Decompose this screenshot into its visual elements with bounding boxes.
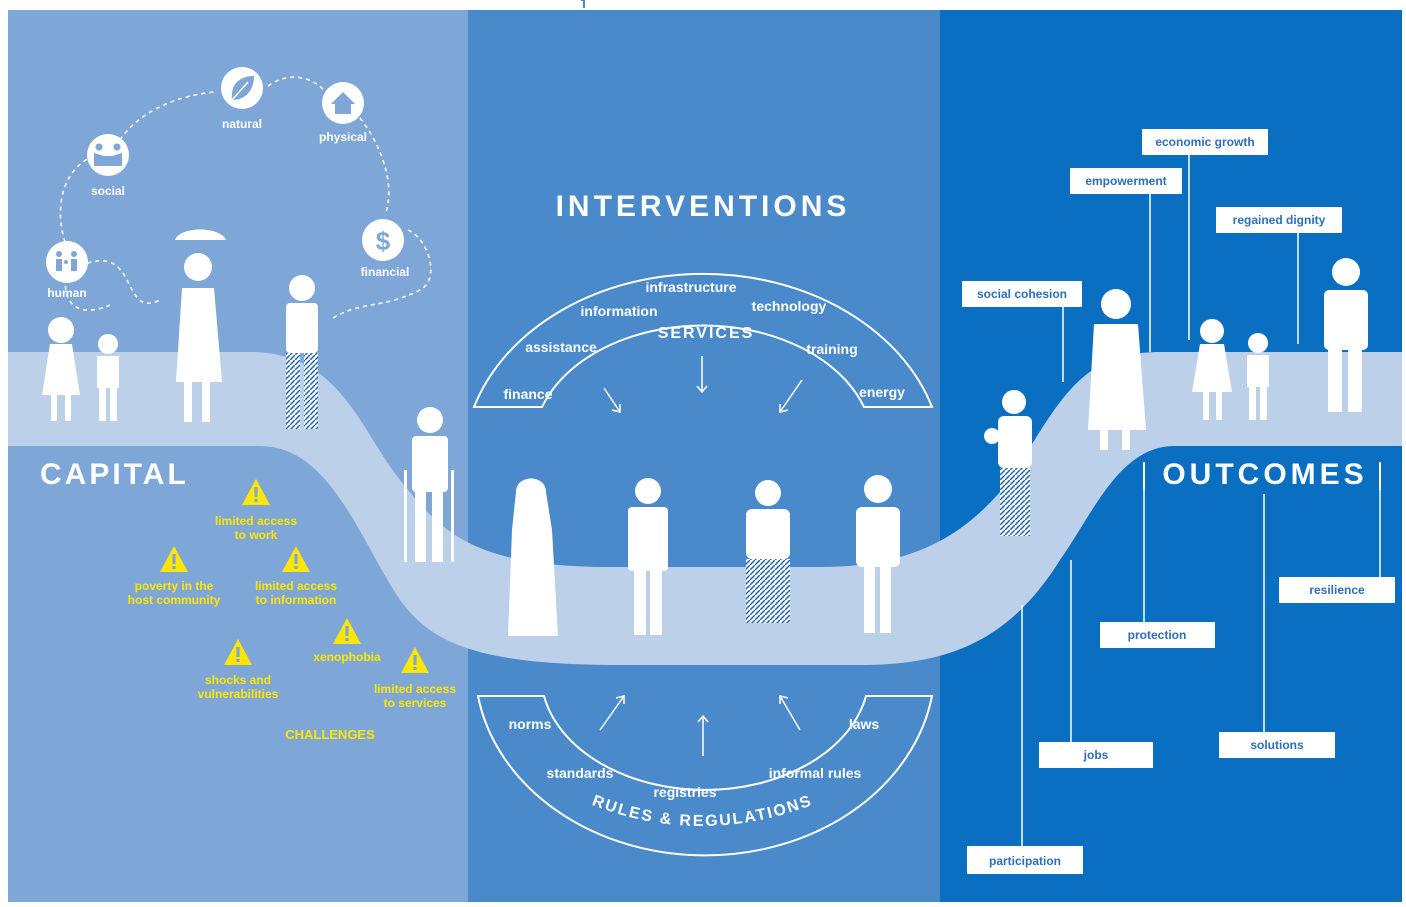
house-icon: [322, 82, 364, 124]
outcome-label: protection: [1128, 628, 1187, 642]
outcome-box: [1219, 732, 1335, 758]
family-icon: [46, 241, 88, 283]
challenge-line: poverty in the: [135, 579, 214, 593]
outcome-label: regained dignity: [1233, 213, 1326, 227]
svg-text:$: $: [376, 226, 391, 256]
service-label: technology: [752, 298, 827, 314]
outcome-connectors: [1021, 155, 1381, 846]
challenge-line: to services: [384, 696, 447, 710]
outcome-box: [1142, 129, 1268, 155]
girl-figure: [1192, 319, 1232, 420]
outcome-box: [967, 846, 1083, 874]
rule-label: standards: [547, 765, 614, 781]
boy-figure: [1247, 333, 1269, 420]
outcome-label: solutions: [1250, 738, 1304, 752]
woman-skirt-figure: [746, 480, 790, 623]
dollar-icon: $: [362, 219, 404, 261]
man-figure: [1324, 258, 1368, 412]
man-figure: [628, 478, 668, 635]
service-label: energy: [859, 384, 905, 400]
outcome-box: [1100, 622, 1215, 648]
outcome-label: empowerment: [1085, 174, 1166, 188]
rules-band: [476, 695, 934, 857]
boy-figure: [97, 334, 119, 421]
service-label: assistance: [525, 339, 597, 355]
outcome-label: resilience: [1309, 583, 1365, 597]
leaf-icon: [221, 67, 263, 109]
woman-with-basket-figure: [175, 229, 226, 422]
outcomes-title: OUTCOMES: [1162, 458, 1367, 491]
handshake-icon: [87, 134, 129, 176]
challenge-line: xenophobia: [313, 650, 381, 664]
girl-figure: [42, 317, 80, 421]
rule-label: informal rules: [769, 765, 862, 781]
road-path: [8, 352, 1402, 665]
outcome-label: jobs: [1083, 748, 1109, 762]
outcome-box: [1279, 577, 1395, 603]
services-title: SERVICES: [658, 325, 755, 342]
capital-title: CAPITAL: [40, 458, 189, 491]
asset-label-social: social: [91, 184, 125, 198]
challenge-line: limited access: [215, 514, 297, 528]
asset-label-financial: financial: [361, 265, 410, 279]
challenge-line: to work: [235, 528, 278, 542]
challenge-line: vulnerabilities: [198, 687, 279, 701]
outcome-box: [962, 281, 1082, 307]
service-label: finance: [503, 386, 552, 402]
challenges-title: CHALLENGES: [285, 727, 375, 742]
challenge-line: host community: [128, 593, 221, 607]
interventions-title: INTERVENTIONS: [556, 190, 851, 223]
service-label: information: [581, 303, 658, 319]
down-arrow-icon: [603, 356, 803, 413]
service-label: training: [806, 341, 857, 357]
top-glyph: [581, 0, 585, 8]
asset-label-human: human: [47, 286, 86, 300]
interventions-panel: [468, 10, 940, 902]
outcome-label: economic growth: [1155, 135, 1254, 149]
woman-hijab-figure: [508, 478, 558, 636]
challenge-line: limited access: [374, 682, 456, 696]
asset-label-physical: physical: [319, 130, 367, 144]
man-crutch-figure: [286, 275, 318, 429]
mother-baby-figure: [984, 390, 1032, 536]
challenge-line: limited access: [255, 579, 337, 593]
service-label: infrastructure: [645, 279, 736, 295]
capital-panel: [8, 10, 468, 902]
rule-label: norms: [509, 716, 552, 732]
up-arrow-icon: [599, 695, 801, 756]
woman-figure: [856, 475, 900, 633]
outcome-label: social cohesion: [977, 287, 1067, 301]
outcome-box: [1039, 742, 1153, 768]
services-band: [472, 272, 934, 408]
challenge-line: shocks and: [205, 673, 271, 687]
woman-dress-figure: [1088, 289, 1146, 450]
outcome-box: [1216, 207, 1342, 233]
challenge-line: to information: [256, 593, 337, 607]
rule-label: registries: [653, 784, 716, 800]
outcome-box: [1070, 168, 1182, 194]
elderly-man-cane-figure: [404, 407, 454, 562]
outcome-label: participation: [989, 854, 1061, 868]
rule-label: laws: [849, 716, 880, 732]
asset-label-natural: natural: [222, 117, 262, 131]
asset-loop: [59, 76, 432, 321]
